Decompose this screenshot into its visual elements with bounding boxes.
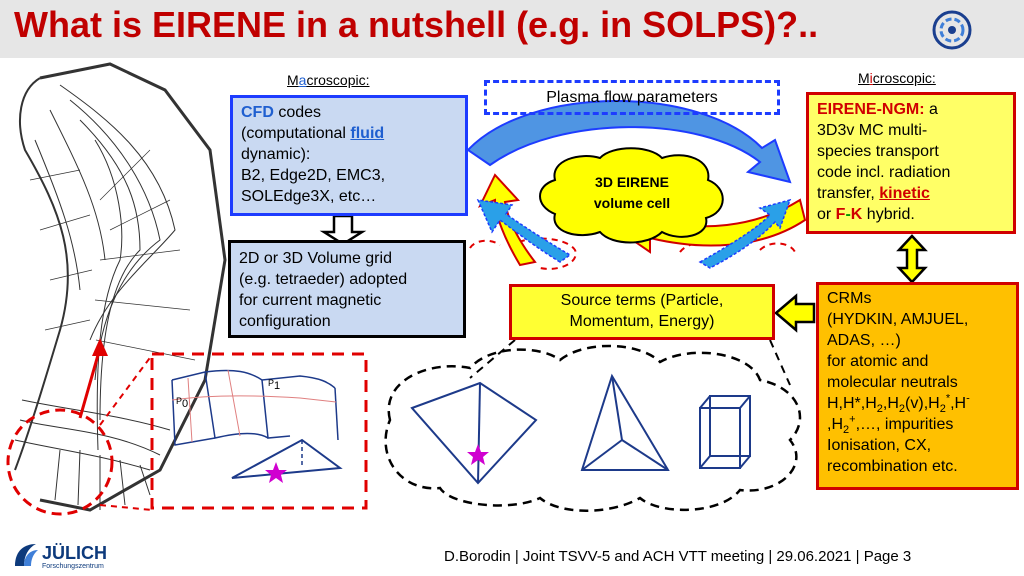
p0-label: P0 <box>176 396 189 410</box>
micro-accent: i <box>869 70 873 86</box>
grid-line2: (e.g. tetraeder) adopted <box>239 271 408 288</box>
eirene-dash: - <box>845 206 851 223</box>
cfd-term: CFD <box>241 104 274 121</box>
crm-line4: for atomic and <box>827 353 929 370</box>
cfd-dynamic: dynamic): <box>241 146 311 163</box>
eirene-or: or <box>817 206 836 223</box>
crm-species-line2: ,H2+,…, impurities <box>827 413 954 437</box>
volume-cell-label: 3D EIRENE volume cell <box>557 172 707 214</box>
cell-line2: volume cell <box>593 195 671 211</box>
crm-line8: Ionisation, CX, <box>827 437 932 454</box>
grid-line3: for current magnetic <box>239 292 382 309</box>
eirene-kinetic: kinetic <box>879 185 930 202</box>
eirene-a: a <box>924 101 938 118</box>
macroscopic-header: Macroscopic: <box>287 72 370 88</box>
source-line2: Momentum, Energy) <box>569 313 715 330</box>
volume-grid-box: 2D or 3D Volume grid (e.g. tetraeder) ad… <box>228 240 466 338</box>
macro-pre: M <box>287 72 299 88</box>
cell-shapes <box>410 373 751 485</box>
cloud-cells <box>384 344 802 512</box>
arrow-down-cfd-grid <box>319 214 367 246</box>
cell-line1: 3D EIRENE <box>595 174 669 190</box>
crm-species-line: H,H*,H2,H2(v),H2*,H- <box>827 392 970 416</box>
logo-name: JÜLICH <box>42 543 108 563</box>
grid-line4: configuration <box>239 313 331 330</box>
cfd-line4: B2, Edge2D, EMC3, <box>241 167 386 184</box>
eirene-F: F <box>835 206 846 223</box>
arrow-crm-to-source <box>774 293 816 333</box>
source-terms-box: Source terms (Particle, Momentum, Energy… <box>509 284 775 340</box>
eirene-K: K <box>850 206 863 223</box>
juelich-logo-icon <box>15 544 38 566</box>
eirene-line4: code incl. radiation <box>817 164 951 181</box>
eirene-transfer: transfer, <box>817 185 880 202</box>
tetra-sketch <box>231 438 343 479</box>
tokamak-mesh <box>14 62 227 512</box>
eirene-ngm-box: EIRENE-NGM: a 3D3v MC multi- species tra… <box>806 92 1016 234</box>
crm-line5: molecular neutrals <box>827 374 958 391</box>
crm-line3: ADAS, …) <box>827 332 901 349</box>
eirene-line2: 3D3v MC multi- <box>817 122 928 139</box>
cfd-codes-box: CFD codes (computational fluid dynamic):… <box>230 95 468 216</box>
arrow-eirene-crm <box>896 234 928 284</box>
logo-sub: Forschungszentrum <box>42 563 104 570</box>
volume-cell-cloud <box>539 147 724 244</box>
cfd-comp: (computational <box>241 125 351 142</box>
crm-line9: recombination etc. <box>827 458 958 475</box>
cfd-fluid: fluid <box>350 125 385 142</box>
p1-label: P1 <box>268 378 281 392</box>
eirene-name: EIRENE-NGM: <box>817 101 925 118</box>
title-bar <box>0 0 1024 58</box>
plasma-flow-label: Plasma flow parameters <box>546 89 718 106</box>
eirene-hybrid: hybrid. <box>862 206 915 223</box>
slide-title: What is EIRENE in a nutshell (e.g. in SO… <box>14 4 819 45</box>
zoom-box <box>150 352 368 510</box>
crm-box: CRMs (HYDKIN, AMJUEL, ADAS, …) for atomi… <box>816 282 1019 490</box>
crm-line1: CRMs <box>827 290 872 307</box>
arrow-cfd-to-eirene <box>466 100 792 184</box>
footer-text: D.Borodin | Joint TSVV-5 and ACH VTT mee… <box>444 548 912 565</box>
grid-line1: 2D or 3D Volume grid <box>239 250 392 267</box>
emblem-icon <box>932 10 972 50</box>
cfd-codes: codes <box>273 104 322 121</box>
eirene-line3: species transport <box>817 143 939 160</box>
zoom-circle <box>6 408 114 516</box>
macro-accent: a <box>298 72 307 88</box>
grid-cell-sketch <box>171 369 339 446</box>
crm-line2: (HYDKIN, AMJUEL, <box>827 311 969 328</box>
macro-post: croscopic: <box>306 72 370 88</box>
cfd-line5: SOLEdge3X, etc… <box>241 188 377 205</box>
red-arrow <box>78 347 102 419</box>
source-line1: Source terms (Particle, <box>560 292 724 309</box>
microscopic-header: Microscopic: <box>858 70 936 86</box>
plasma-flow-box: Plasma flow parameters <box>484 80 780 115</box>
micro-post: croscopic: <box>872 70 936 86</box>
micro-pre: M <box>858 70 870 86</box>
